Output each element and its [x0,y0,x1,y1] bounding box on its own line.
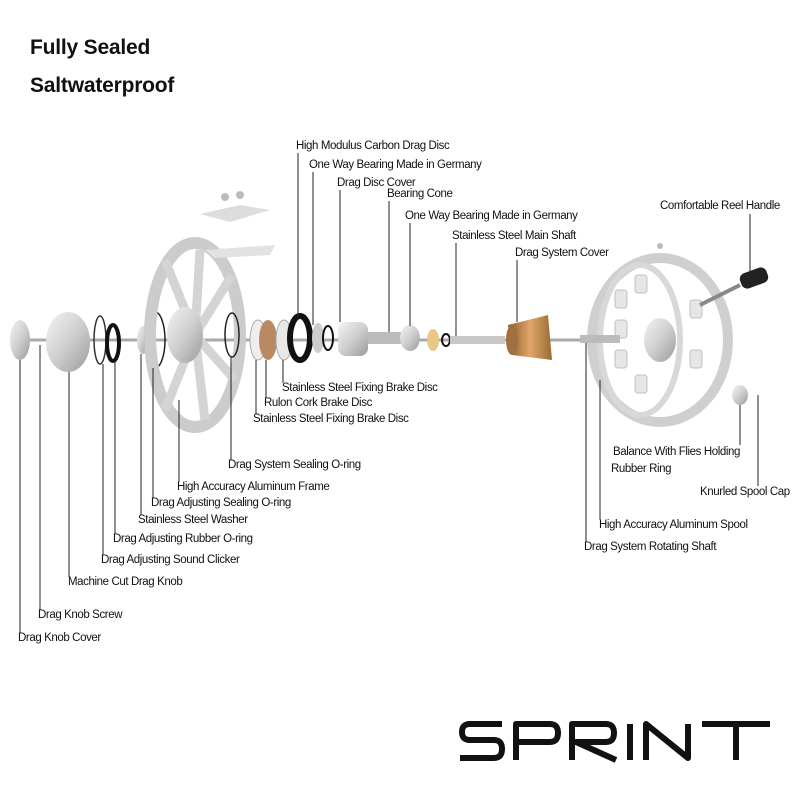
headline-saltwaterproof: Saltwaterproof [30,74,175,97]
drag-disc-cover [338,322,368,356]
label-flies-ring-line2: Rubber Ring [611,463,672,475]
label-sound-clicker: Drag Adjusting Sound Clicker [101,554,240,566]
label-spool-cap: Knurled Spool Cap [700,486,790,498]
label-flies-ring-line1: Balance With Flies Holding [613,446,741,458]
sprint-logo [459,721,770,763]
drag-sealing-oring [224,312,240,358]
label-rulon-cork-brake-disc: Rulon Cork Brake Disc [264,397,372,409]
label-bearing-cone: Bearing Cone [387,188,453,200]
one-way-bearing-1 [312,323,324,353]
label-fixing-brake-disc-2: Stainless Steel Fixing Brake Disc [253,413,409,425]
drag-knob [46,312,90,372]
rubber-oring [105,323,121,363]
label-one-way-bearing-2: One Way Bearing Made in Germany [405,210,578,222]
drag-system-cover-rim [506,325,518,355]
aluminum-frame [144,191,275,433]
bearing-oring [322,325,334,351]
headline-fully-sealed: Fully Sealed [30,36,151,59]
label-rotating-shaft: Drag System Rotating Shaft [584,541,717,553]
knurled-spool-cap [732,385,748,405]
label-fixing-brake-disc-1: Stainless Steel Fixing Brake Disc [282,382,438,394]
label-washer: Stainless Steel Washer [138,514,248,526]
drag-system-cover [508,315,552,360]
one-way-bearing-2 [400,325,420,351]
main-shaft [450,336,505,344]
label-drag-adj-sealing-oring: Drag Adjusting Sealing O-ring [151,497,291,509]
label-drag-adj-rubber-oring: Drag Adjusting Rubber O-ring [113,533,253,545]
label-drag-sealing-oring: Drag System Sealing O-ring [228,459,361,471]
reel-handle [699,267,769,307]
leader-lines [19,153,759,633]
label-drag-knob-screw: Drag Knob Screw [38,609,123,621]
label-drag-disc-cover: Drag Disc Cover [337,177,416,189]
label-aluminum-frame: High Accuracy Aluminum Frame [177,481,330,493]
label-one-way-bearing-1: One Way Bearing Made in Germany [309,159,482,171]
bearing-brass [427,329,439,351]
label-aluminum-spool: High Accuracy Aluminum Spool [599,519,748,531]
carbon-drag-disc [287,313,313,363]
label-main-shaft: Stainless Steel Main Shaft [452,230,576,242]
cork-brake-disc [259,320,277,360]
label-drag-knob: Machine Cut Drag Knob [68,576,183,588]
label-carbon-drag-disc: High Modulus Carbon Drag Disc [296,140,450,152]
label-reel-handle: Comfortable Reel Handle [660,200,780,212]
aluminum-spool [580,253,733,427]
drag-knob-cover [10,320,30,360]
handle-screw [657,243,663,249]
label-drag-system-cover: Drag System Cover [515,247,609,259]
label-drag-knob-cover: Drag Knob Cover [18,632,101,644]
